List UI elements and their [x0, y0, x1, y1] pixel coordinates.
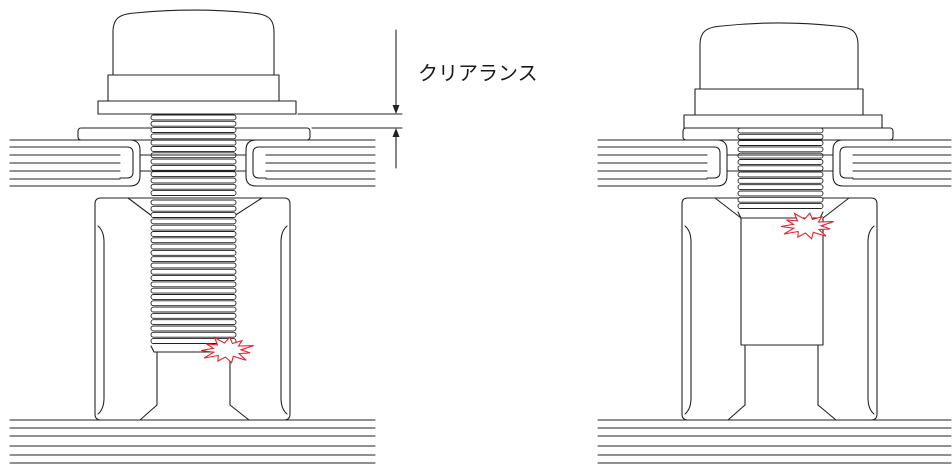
thread-crest	[150, 287, 237, 294]
standoff-hex-edge	[280, 225, 288, 415]
thread-crest	[737, 184, 824, 191]
thread-crest	[150, 312, 237, 319]
thread-crest	[150, 164, 237, 171]
assembly-with-clearance: クリアランス	[9, 9, 538, 464]
panel-sheet-left	[9, 139, 121, 187]
bolt-thread-lower	[150, 199, 237, 344]
thread-crest	[737, 196, 824, 203]
thread-crest	[150, 319, 237, 326]
thread-crest	[737, 203, 824, 209]
thread-crest	[150, 224, 237, 231]
countersink	[727, 404, 837, 421]
thread-crest	[150, 177, 237, 184]
standoff-hex-edge	[867, 225, 875, 415]
thread-crest	[150, 190, 237, 196]
thread-crest	[737, 165, 824, 172]
bolt-thread	[737, 127, 824, 209]
thread-crest	[150, 243, 237, 250]
thread-crest	[150, 268, 237, 275]
thread-crest	[737, 190, 824, 197]
arrowhead-up	[392, 128, 400, 137]
panel-edge-bracket-left	[706, 139, 728, 187]
arrowhead-down	[392, 105, 400, 114]
thread-crest	[150, 218, 237, 225]
countersink	[139, 404, 250, 421]
thread-crest	[150, 171, 237, 178]
washer	[683, 114, 883, 129]
panel-sheet-right	[265, 139, 376, 187]
interference-mark-group	[781, 212, 834, 240]
thread-crest	[150, 262, 237, 269]
thread-crest	[150, 231, 237, 237]
interference-mark-group	[201, 336, 254, 364]
entry-chamfer	[127, 197, 263, 217]
bolt-head-flange	[694, 88, 864, 116]
panel-sheet-right	[852, 139, 952, 187]
standoff-hex-edge	[97, 225, 105, 415]
panel-edge-bracket-left	[119, 139, 141, 187]
entry-chamfer	[714, 197, 850, 219]
thread-crest	[737, 146, 824, 153]
bolt-tip	[737, 211, 824, 219]
thread-crest	[150, 294, 237, 300]
thread-crest	[150, 146, 237, 152]
clearance-dimension: クリアランス	[297, 29, 538, 169]
thread-crest	[150, 249, 237, 256]
thread-crest	[737, 159, 824, 165]
thread-crest	[737, 177, 824, 184]
thread-crest	[737, 140, 824, 146]
collar-line	[726, 154, 834, 172]
interference-mark	[201, 336, 254, 364]
thread-crest	[150, 300, 237, 307]
thread-crest	[737, 152, 824, 159]
thread-crest	[150, 139, 237, 146]
bolt-thread-upper	[150, 114, 237, 196]
thread-crest	[150, 158, 237, 165]
thread-crest	[150, 212, 237, 218]
interference-mark	[781, 212, 834, 240]
standoff-body	[681, 197, 878, 421]
thread-crest	[150, 133, 237, 140]
thread-crest	[150, 256, 237, 263]
bolt-head-dome	[112, 9, 275, 76]
thread-crest	[150, 325, 237, 332]
inner-bore-lower	[744, 344, 819, 406]
panel-edge-bracket-right	[245, 139, 267, 187]
clearance-label: クリアランス	[418, 61, 538, 85]
washer	[97, 100, 297, 115]
thread-crest	[150, 237, 237, 244]
thread-crest	[737, 127, 824, 134]
thread-crest	[150, 331, 237, 338]
thread-crest	[150, 114, 237, 121]
thread-crest	[150, 205, 237, 212]
bolt-head-flange	[107, 74, 280, 102]
thread-crest	[150, 306, 237, 313]
thread-crest	[150, 120, 237, 127]
thread-crest	[150, 199, 237, 206]
thread-crest	[737, 133, 824, 140]
thread-crest	[150, 338, 237, 344]
panel-edge-bracket-right	[832, 139, 854, 187]
thread-crest	[150, 127, 237, 133]
thread-crest	[150, 275, 237, 281]
inner-bore-upper	[740, 217, 824, 346]
thread-crest	[150, 281, 237, 288]
panel-sheet-left	[597, 139, 708, 187]
thread-crest	[737, 171, 824, 178]
thread-crest	[150, 183, 237, 190]
base-plate	[9, 419, 376, 464]
standoff-hex-edge	[684, 225, 692, 415]
collar-line	[139, 154, 247, 172]
assembly-without-clearance	[597, 22, 952, 464]
base-plate	[597, 419, 952, 464]
bolt-head-dome	[699, 22, 859, 90]
